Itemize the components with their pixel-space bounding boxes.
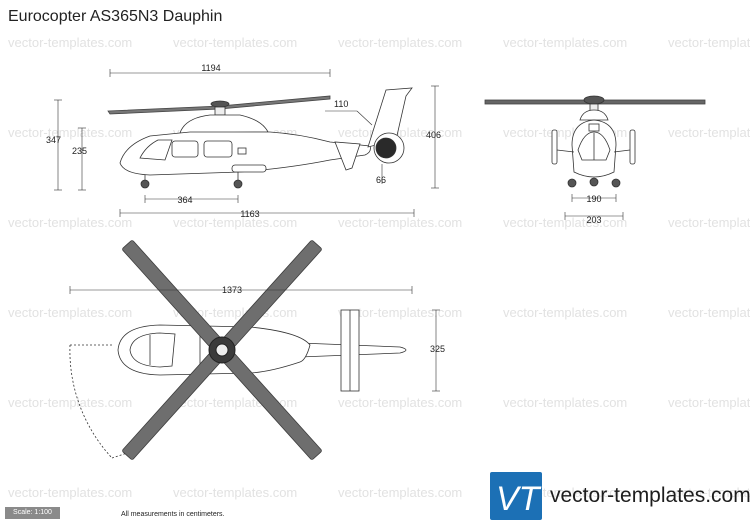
- dim-rotor-span: 1194: [201, 63, 220, 73]
- watermark-text: vector-templates.com: [668, 305, 750, 320]
- scale-badge: Scale: 1:100: [5, 507, 60, 519]
- front-wheel-left: [567, 178, 577, 188]
- side-engine-cowling: [179, 114, 269, 134]
- side-front-wheel: [140, 179, 150, 189]
- top-dimension-lines: [69, 286, 440, 392]
- dim-overall-height: 347: [46, 135, 61, 145]
- watermark-text: vector-templates.com: [338, 35, 462, 50]
- watermark-text: vector-templates.com: [8, 395, 132, 410]
- front-wheel-right: [611, 178, 621, 188]
- watermark-text: vector-templates.com: [338, 125, 462, 140]
- brand-name-link[interactable]: vector-templates.com: [550, 484, 750, 507]
- front-stabilizer-right: [629, 129, 636, 165]
- dim-stabilizer-span: 203: [586, 215, 601, 225]
- watermark-text: vector-templates.com: [8, 485, 132, 500]
- front-wheel-nose: [589, 177, 599, 187]
- side-cabin-window: [171, 140, 199, 158]
- watermark-text: vector-templates.com: [503, 305, 627, 320]
- dim-wheelbase: 364: [177, 195, 192, 205]
- side-cabin-window: [237, 147, 247, 155]
- watermark-text: vector-templates.com: [668, 125, 750, 140]
- watermark-text: vector-templates.com: [8, 35, 132, 50]
- watermark-text: vector-templates.com: [668, 215, 750, 230]
- watermark-text: vector-templates.com: [503, 35, 627, 50]
- side-ventral-fin: [334, 141, 361, 171]
- dim-tail-offset: 110: [334, 99, 348, 109]
- vt-logo-icon[interactable]: VT: [490, 472, 542, 520]
- watermark-text: vector-templates.com: [668, 35, 750, 50]
- dim-cabin-height: 235: [72, 146, 87, 156]
- front-dimension-lines: [564, 194, 624, 220]
- measurement-note: All measurements in centimeters.: [121, 511, 225, 518]
- watermark-text: vector-templates.com: [668, 395, 750, 410]
- watermark-text: vector-templates.com: [338, 395, 462, 410]
- watermark-text: vector-templates.com: [173, 215, 297, 230]
- watermark-text: vector-templates.com: [503, 395, 627, 410]
- side-windshield: [139, 139, 173, 161]
- side-main-wheel: [233, 179, 243, 189]
- side-cabin-window: [203, 140, 233, 158]
- watermark-text: vector-templates.com: [338, 305, 462, 320]
- watermark-text: vector-templates.com: [503, 215, 627, 230]
- side-sponson: [231, 164, 267, 173]
- page-title: Eurocopter AS365N3 Dauphin: [8, 8, 223, 25]
- front-intake: [588, 123, 600, 132]
- watermark-text: vector-templates.com: [8, 125, 132, 140]
- dim-stabilizer-width: 325: [430, 344, 445, 354]
- dim-rotor-diameter: 1373: [222, 285, 242, 295]
- top-canopy: [129, 332, 176, 368]
- dim-fin-height: 406: [426, 130, 441, 140]
- vt-logo-letters: VT: [496, 480, 542, 518]
- dim-overall-length: 1163: [240, 209, 259, 219]
- top-main-rotor: [122, 240, 322, 460]
- watermark-text: vector-templates.com: [338, 485, 462, 500]
- dim-tail-ground: 66: [376, 175, 386, 185]
- dim-gear-track: 190: [586, 194, 601, 204]
- front-engine-cowling: [579, 109, 609, 121]
- watermark-text: vector-templates.com: [668, 485, 750, 500]
- watermark-text: vector-templates.com: [173, 35, 297, 50]
- front-stabilizer-left: [551, 129, 558, 165]
- side-dimension-lines: [54, 69, 439, 217]
- watermark-text: vector-templates.com: [338, 215, 462, 230]
- watermark-text: vector-templates.com: [8, 305, 132, 320]
- watermark-text: vector-templates.com: [173, 485, 297, 500]
- side-fenestron-fan-icon: [375, 137, 397, 159]
- top-rotor-sweep-arc: [69, 344, 113, 459]
- watermark-text: vector-templates.com: [8, 215, 132, 230]
